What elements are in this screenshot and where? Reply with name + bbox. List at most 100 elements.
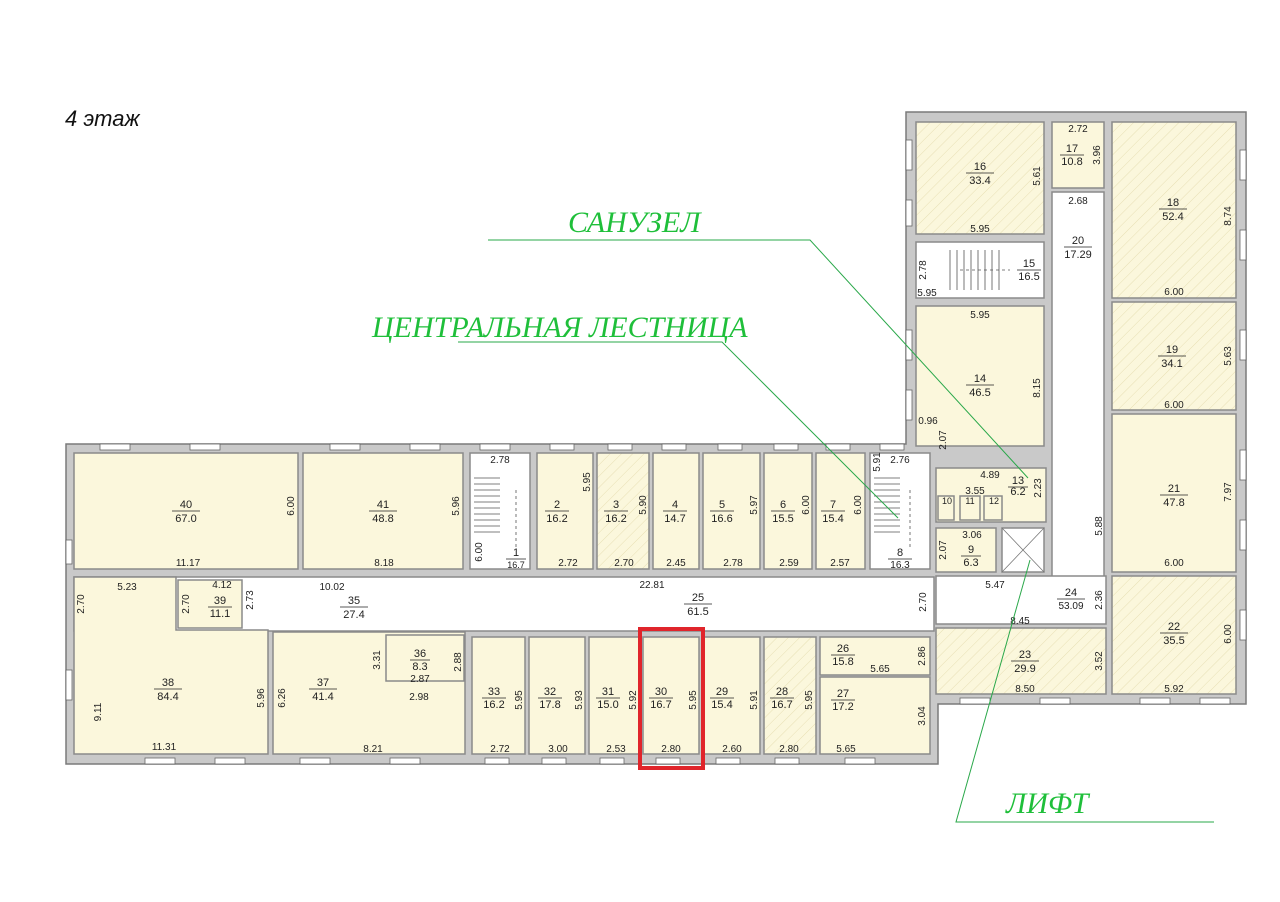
room-12[interactable] (983, 495, 1003, 521)
room-39-area: 11.1 (210, 608, 231, 620)
corridor-24[interactable] (935, 575, 1107, 625)
svg-text:5.23: 5.23 (117, 582, 137, 593)
room-33-number: 33 (488, 686, 500, 698)
room-22-area: 35.5 (1163, 635, 1184, 647)
svg-text:5.95: 5.95 (582, 472, 593, 492)
room-39[interactable] (177, 579, 243, 629)
room-4-number: 4 (672, 499, 678, 511)
svg-text:2.78: 2.78 (918, 260, 929, 280)
svg-text:8.74: 8.74 (1223, 206, 1234, 226)
room-1-number: 1 (513, 547, 519, 559)
svg-text:8.15: 8.15 (1032, 378, 1043, 398)
svg-text:4.12: 4.12 (212, 580, 232, 591)
room-5-area: 16.6 (711, 513, 732, 525)
room-15-number: 15 (1023, 258, 1035, 270)
room-27[interactable] (819, 676, 931, 755)
room-33-area: 16.2 (483, 699, 504, 711)
stair-8[interactable] (869, 452, 931, 570)
svg-text:2.53: 2.53 (606, 744, 626, 755)
room-13-area: 6.2 (1010, 486, 1025, 498)
room-32-area: 17.8 (539, 699, 560, 711)
room-26[interactable] (819, 636, 931, 676)
svg-text:2.60: 2.60 (722, 744, 742, 755)
room-8-area: 16.3 (890, 560, 910, 571)
room-40-area: 67.0 (175, 513, 196, 525)
room-29-area: 15.4 (711, 699, 732, 711)
svg-text:2.57: 2.57 (830, 558, 850, 569)
svg-text:22.81: 22.81 (639, 580, 664, 591)
svg-text:2.73: 2.73 (245, 590, 256, 610)
svg-text:5.97: 5.97 (749, 495, 760, 515)
room-16-area: 33.4 (969, 175, 990, 187)
room-41-area: 48.8 (372, 513, 393, 525)
svg-text:2.80: 2.80 (779, 744, 799, 755)
room-36[interactable] (385, 634, 465, 682)
svg-text:3.04: 3.04 (917, 706, 928, 726)
svg-text:5.95: 5.95 (688, 690, 699, 710)
room-17-number: 17 (1066, 143, 1078, 155)
room-6-area: 15.5 (772, 513, 793, 525)
callout-sanuzel: САНУЗЕЛ (488, 206, 1029, 479)
room-9[interactable] (935, 527, 997, 573)
room-2-area: 16.2 (546, 513, 567, 525)
room-28[interactable] (763, 636, 817, 755)
room-11[interactable] (959, 495, 981, 521)
svg-text:2.36: 2.36 (1094, 590, 1105, 610)
room-22[interactable] (1111, 575, 1237, 695)
corridor-20[interactable] (1051, 191, 1105, 579)
svg-text:3.06: 3.06 (962, 530, 982, 541)
room-21-area: 47.8 (1163, 497, 1184, 509)
svg-text:5.95: 5.95 (804, 690, 815, 710)
svg-text:ЛИФТ: ЛИФТ (1005, 787, 1091, 820)
room-37-area: 41.4 (312, 691, 333, 703)
svg-text:2.70: 2.70 (76, 594, 87, 614)
room-14[interactable] (915, 305, 1045, 447)
svg-text:9.11: 9.11 (93, 702, 104, 721)
room-5-number: 5 (719, 499, 725, 511)
room-19-number: 19 (1166, 344, 1178, 356)
svg-text:6.00: 6.00 (1164, 400, 1184, 411)
callout-lift: ЛИФТ (955, 559, 1214, 823)
svg-text:4.89: 4.89 (980, 470, 1000, 481)
room-23-area: 29.9 (1014, 663, 1035, 675)
highlight-room-30[interactable] (638, 627, 705, 770)
stair-1[interactable] (469, 452, 531, 570)
room-3-area: 16.2 (605, 513, 626, 525)
svg-text:5.91: 5.91 (749, 690, 760, 710)
room-28-area: 16.7 (771, 699, 792, 711)
room-16-number: 16 (974, 161, 986, 173)
room-30[interactable] (642, 636, 700, 755)
svg-text:8.18: 8.18 (374, 558, 394, 569)
svg-text:6.26: 6.26 (277, 688, 288, 708)
room-31[interactable] (588, 636, 640, 755)
room-6-number: 6 (780, 499, 786, 511)
room-36-number: 36 (414, 648, 426, 660)
room-20-area: 17.29 (1064, 249, 1092, 261)
dimension-labels: 11.17 6.00 8.18 5.96 2.78 6.00 2.72 5.95… (76, 124, 1234, 755)
room-29[interactable] (702, 636, 761, 755)
room-38-area: 84.4 (157, 691, 178, 703)
room-15-area: 16.5 (1018, 271, 1039, 283)
room-18-number: 18 (1167, 197, 1179, 209)
room-26-number: 26 (837, 643, 849, 655)
svg-text:2.07: 2.07 (938, 430, 949, 450)
room-21[interactable] (1111, 413, 1237, 573)
room-13-number: 13 (1012, 475, 1024, 487)
stair-lines-15 (949, 250, 1010, 290)
room-27-number: 27 (837, 688, 849, 700)
room-36-area: 8.3 (412, 661, 427, 673)
room-18[interactable] (1111, 121, 1237, 299)
room-32[interactable] (528, 636, 586, 755)
room-30-area: 16.7 (650, 699, 671, 711)
svg-text:6.00: 6.00 (801, 495, 812, 515)
room-16[interactable] (915, 121, 1045, 235)
room-38[interactable] (73, 576, 269, 755)
svg-text:5.92: 5.92 (1164, 684, 1184, 695)
svg-text:5.65: 5.65 (836, 744, 856, 755)
room-33[interactable] (471, 636, 526, 755)
room-10[interactable] (937, 495, 955, 521)
room-30-number: 30 (655, 686, 667, 698)
svg-text:2.72: 2.72 (558, 558, 578, 569)
svg-text:6.00: 6.00 (853, 495, 864, 515)
svg-text:2.45: 2.45 (666, 558, 686, 569)
